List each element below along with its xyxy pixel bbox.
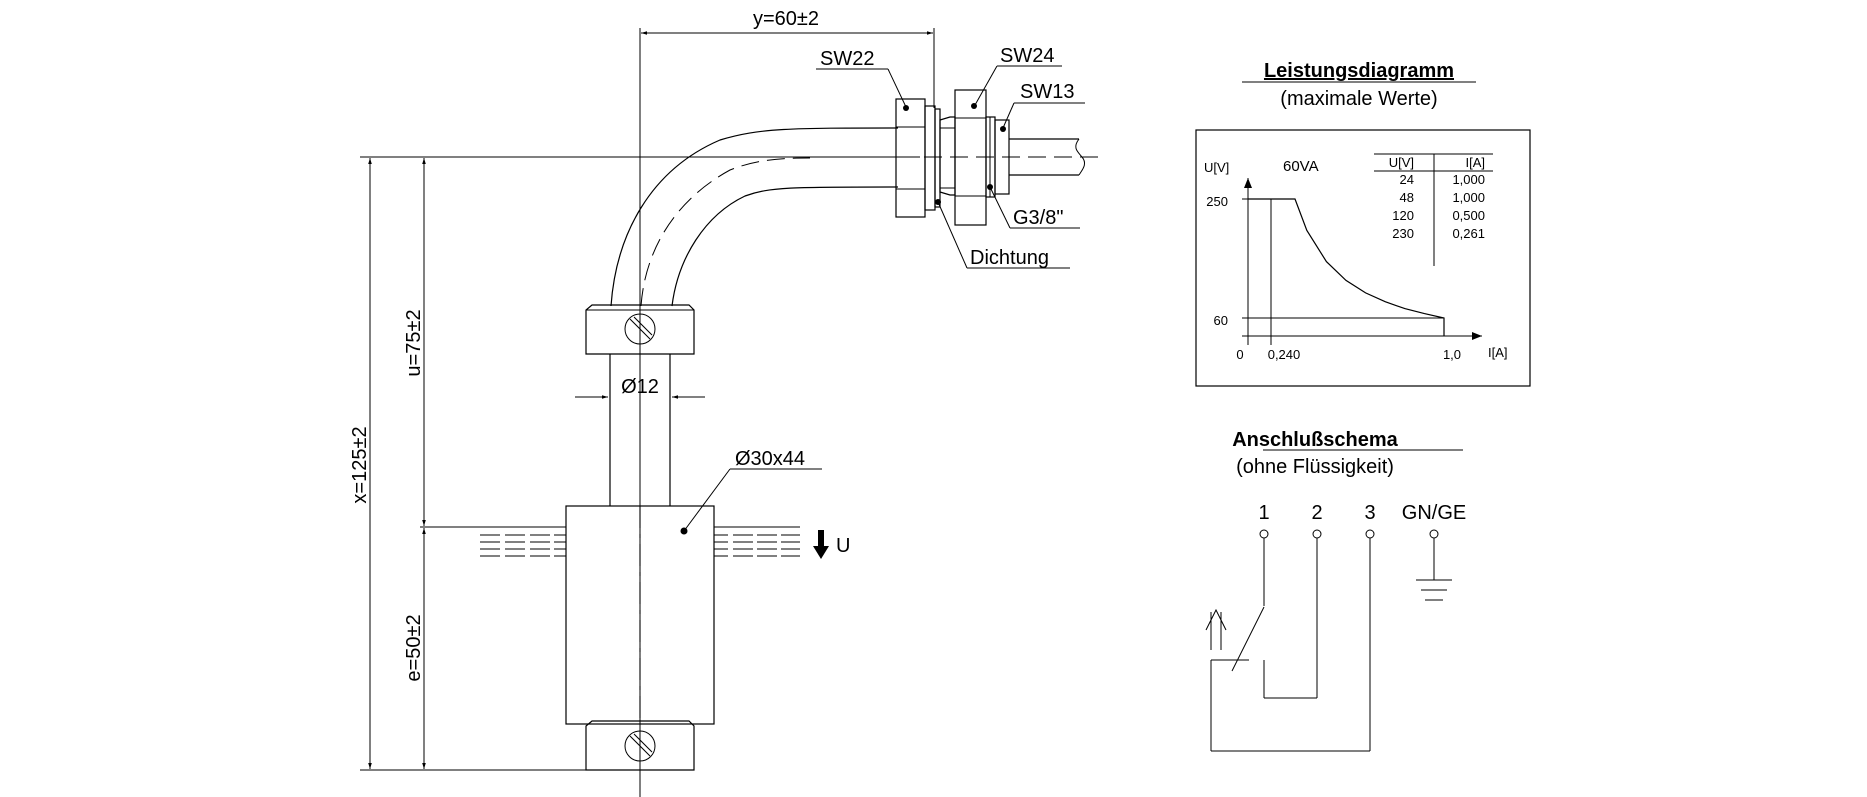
seal-label: Dichtung [970,247,1049,269]
dimension-e: e=50±2 [403,528,426,769]
ground-icon [1416,529,1452,601]
float-body: Ø30x44 [565,448,822,725]
power-diagram: Leistungsdiagramm (maximale Werte) U[V] … [1195,60,1531,387]
level-mark-label: U [836,535,850,557]
table-row: 230 0,261 [1392,226,1485,241]
table-header-voltage: U[V] [1389,155,1414,170]
arrow-down-icon [813,530,829,559]
terminal-1-label: 1 [1258,502,1269,524]
table-cell: 48 [1400,190,1414,205]
terminal-3-label: 3 [1364,502,1375,524]
terminal-ground-label: GN/GE [1402,502,1466,524]
table-cell: 1,000 [1452,172,1485,187]
table-row: 24 1,000 [1400,172,1485,187]
screw-icon [624,313,656,345]
terminal-icon [1259,529,1269,539]
dim-u-label: u=75±2 [403,309,425,376]
table-cell: 0,261 [1452,226,1485,241]
float-size-label: Ø30x44 [735,448,805,470]
terminal-1 [1259,529,1269,606]
table-cell: 0,500 [1452,208,1485,223]
chart-rating: 60VA [1283,158,1319,175]
terminal-3 [1210,529,1375,752]
leader-sw13: SW13 [1000,81,1085,132]
x-tick-0240: 0,240 [1268,347,1301,362]
power-curve [1248,198,1445,336]
switch-contact [1231,606,1265,672]
nut-sw22 [895,98,941,218]
shaft: Ø12 [575,354,705,506]
liquid-level: U [420,526,850,559]
y-axis-label: U[V] [1204,160,1229,175]
leader-sw24: SW24 [971,45,1062,109]
table-cell: 120 [1392,208,1414,223]
wiring-scheme: Anschlußschema (ohne Flüssigkeit) 1 2 3 … [1205,429,1466,752]
terminal-2 [1263,529,1322,699]
table-cell: 1,000 [1452,190,1485,205]
power-diagram-subtitle: (maximale Werte) [1280,88,1437,110]
arrow-up-icon [1205,608,1227,650]
x-tick-0: 0 [1236,347,1243,362]
table-row: 120 0,500 [1392,208,1485,223]
dim-x-label: x=125±2 [349,426,371,503]
dimension-u: u=75±2 [403,158,426,526]
sw24-label: SW24 [1000,45,1054,67]
leader-sw22: SW22 [816,48,909,111]
x-axis-label: I[A] [1488,345,1508,360]
terminal-icon [1312,529,1322,539]
table-header-current: I[A] [1465,155,1485,170]
wiring-subtitle: (ohne Flüssigkeit) [1236,456,1394,478]
thread-label: G3/8" [1013,207,1063,229]
sw13-label: SW13 [1020,81,1074,103]
leader-seal: Dichtung [935,199,1070,269]
leader-thread: G3/8" [987,184,1080,229]
terminal-2-label: 2 [1311,502,1322,524]
dim-y-label: y=60±2 [753,8,819,30]
lower-clamp [360,720,695,771]
pipe-bend [610,127,899,307]
y-tick-250: 250 [1206,194,1228,209]
dim-e-label: e=50±2 [403,614,425,681]
upper-clamp [585,304,695,355]
screw-icon [624,730,656,762]
shaft-diameter-label: Ø12 [621,376,659,398]
chart-frame [1195,129,1531,387]
table-row: 48 1,000 [1400,190,1485,205]
table-cell: 24 [1400,172,1414,187]
power-diagram-title: Leistungsdiagramm [1264,60,1454,82]
sensor-drawing: y=60±2 [349,8,1098,797]
wiring-title: Anschlußschema [1232,429,1398,451]
terminal-icon [1365,529,1375,539]
y-tick-60: 60 [1214,313,1228,328]
x-tick-1: 1,0 [1443,347,1461,362]
power-chart: U[V] 60VA 250 60 0 0,240 1,0 I[A] [1204,158,1508,362]
cable [898,138,1098,176]
dimension-x: x=125±2 [349,158,372,769]
sw22-label: SW22 [820,48,874,70]
table-cell: 230 [1392,226,1414,241]
thread-body [939,116,956,196]
value-table: U[V] I[A] 24 1,000 48 1,000 120 0,500 23… [1374,153,1493,266]
